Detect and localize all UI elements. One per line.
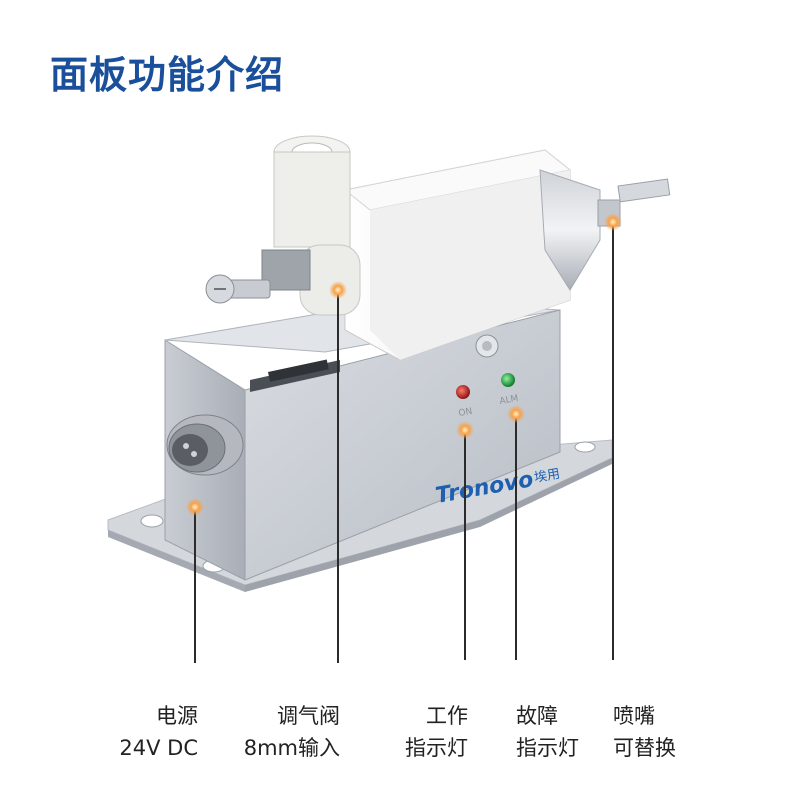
marker-on [456,421,474,439]
nozzle-cone [539,169,671,291]
marker-alm [507,405,525,423]
led-on-label: ON [458,407,473,419]
callout-alarm-led-detail: 指示灯 [516,736,579,760]
valve-block [343,149,572,361]
callout-valve: 调气阀 8mm输入 [225,700,340,764]
callout-valve-title: 调气阀 [277,704,340,728]
power-connector [166,414,244,476]
led-alm-label: ALM [499,394,519,407]
led-on [456,385,470,399]
page-title: 面板功能介绍 [50,53,285,97]
adjust-knob [205,274,271,304]
callout-alarm-led: 故障 指示灯 [516,700,598,764]
callout-nozzle-detail: 可替换 [613,736,676,760]
callout-power: 电源 24V DC [110,700,198,764]
marker-power [186,498,204,516]
callout-nozzle-title: 喷嘴 [613,704,655,728]
callout-alarm-led-title: 故障 [516,704,558,728]
markers [186,213,622,516]
marker-valve [329,281,347,299]
callout-nozzle: 喷嘴 可替换 [613,700,695,764]
led-alm [501,373,515,387]
brand-suffix: 埃用 [533,467,561,486]
callout-run-led-detail: 指示灯 [405,736,468,760]
callout-power-title: 电源 [156,704,198,728]
air-fitting [261,135,361,316]
callout-power-detail: 24V DC [119,736,198,760]
callout-run-led-title: 工作 [426,704,468,728]
callout-run-led: 工作 指示灯 [386,700,468,764]
marker-nozzle [604,213,622,231]
callout-valve-detail: 8mm输入 [243,736,340,760]
